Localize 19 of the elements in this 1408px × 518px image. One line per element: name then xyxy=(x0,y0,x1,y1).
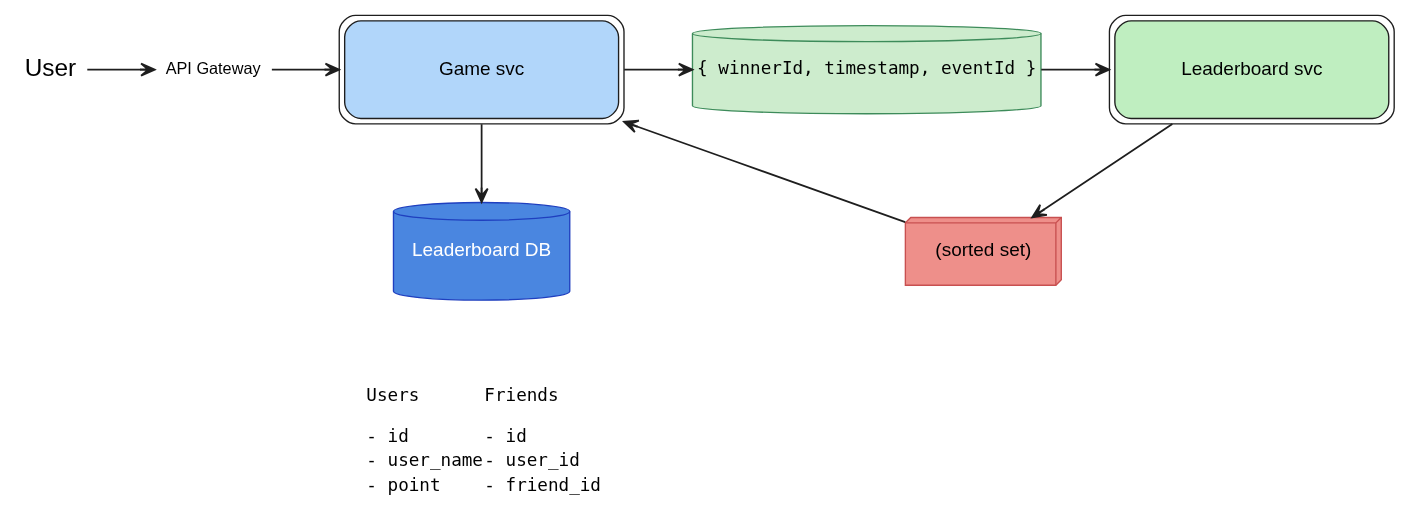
label: - friend_id xyxy=(484,474,601,495)
label: - point xyxy=(366,474,441,495)
arrow xyxy=(1040,62,1110,77)
arrow xyxy=(86,62,156,77)
node-box: Leaderboard svc xyxy=(1108,14,1395,125)
arrow xyxy=(474,122,489,203)
arrow xyxy=(623,119,907,223)
node-text: User xyxy=(24,53,77,81)
label: - user_id xyxy=(484,449,580,470)
arrow xyxy=(623,62,694,77)
arrow xyxy=(1031,122,1174,218)
label: - id xyxy=(484,425,527,446)
arrow xyxy=(271,62,340,77)
label: - user_name xyxy=(366,449,483,470)
node-box: Game svc xyxy=(338,14,625,125)
label: Users xyxy=(366,384,420,405)
label: - id xyxy=(366,425,409,446)
node-text: API Gateway xyxy=(165,58,261,77)
label: Friends xyxy=(484,384,559,405)
